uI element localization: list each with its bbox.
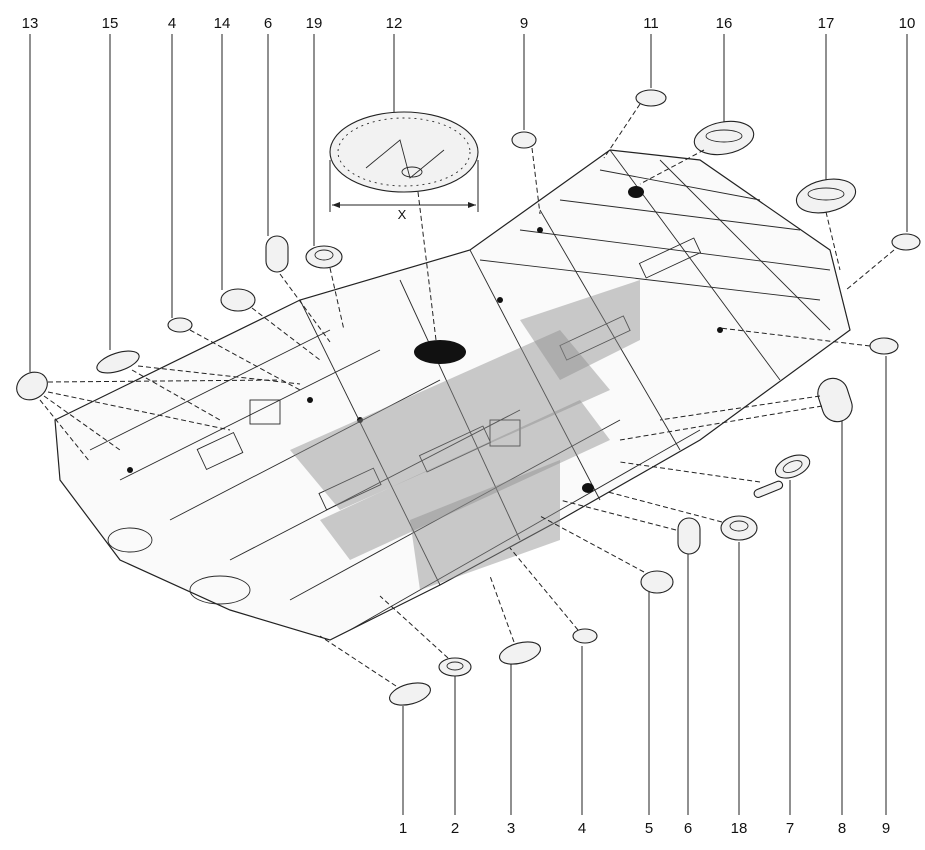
callout-4-bottom: 4	[578, 820, 586, 837]
installation-lines	[39, 103, 895, 687]
watermark-logo	[290, 280, 640, 590]
plug-17	[795, 178, 857, 214]
plug-10	[891, 233, 921, 251]
callout-4-top: 4	[168, 15, 176, 32]
callout-9-top: 9	[520, 15, 528, 32]
callout-18: 18	[731, 820, 748, 837]
plug-3	[499, 641, 541, 665]
callout-8: 8	[838, 820, 846, 837]
plug-7	[753, 454, 811, 498]
plug-4-top	[167, 317, 193, 333]
plug-6-top	[265, 235, 289, 273]
plug-5	[640, 570, 674, 594]
plug-14	[220, 288, 256, 312]
top-leaders	[29, 34, 908, 372]
bottom-leaders	[402, 356, 887, 815]
callout-6-top: 6	[264, 15, 272, 32]
callout-7: 7	[786, 820, 794, 837]
plug-11	[635, 89, 667, 107]
callout-14: 14	[214, 15, 231, 32]
floor-pan-body	[54, 149, 851, 641]
plug-15	[96, 350, 140, 374]
plugs	[16, 89, 921, 706]
plug-8	[817, 377, 853, 423]
callout-2: 2	[451, 820, 459, 837]
callout-13: 13	[22, 15, 39, 32]
callout-9-bottom: 9	[882, 820, 890, 837]
dimension-x-label: X	[398, 207, 407, 222]
plug-6-bottom	[677, 517, 701, 555]
front-floor-hole	[582, 483, 594, 493]
callout-6-bottom: 6	[684, 820, 692, 837]
grommet-19	[305, 245, 343, 269]
callout-11: 11	[643, 15, 659, 32]
rear-floor-hole	[628, 186, 644, 198]
plug-1	[389, 682, 431, 706]
top-callouts: 13 15 4 14 6 19 12 9 11 16 17 10	[22, 15, 916, 32]
plug-4-bottom	[572, 628, 598, 644]
spare-wheel-hole	[414, 340, 466, 364]
callout-5: 5	[645, 820, 653, 837]
bottom-callouts: 1 2 3 4 5 6 18 7 8 9	[399, 820, 890, 837]
callout-15: 15	[102, 15, 119, 32]
callout-3: 3	[507, 820, 515, 837]
callout-17: 17	[818, 15, 835, 32]
grommet-2	[438, 657, 472, 677]
plug-9-top	[511, 131, 537, 149]
callout-19: 19	[306, 15, 323, 32]
callout-16: 16	[716, 15, 733, 32]
callout-12: 12	[386, 15, 403, 32]
callout-10: 10	[899, 15, 916, 32]
plug-16	[693, 120, 755, 156]
grommet-18	[720, 515, 758, 541]
plug-9-bottom	[869, 337, 899, 355]
plug-13	[16, 371, 48, 401]
spare-wheel-cover-part-12: X	[329, 111, 479, 222]
callout-1: 1	[399, 820, 407, 837]
